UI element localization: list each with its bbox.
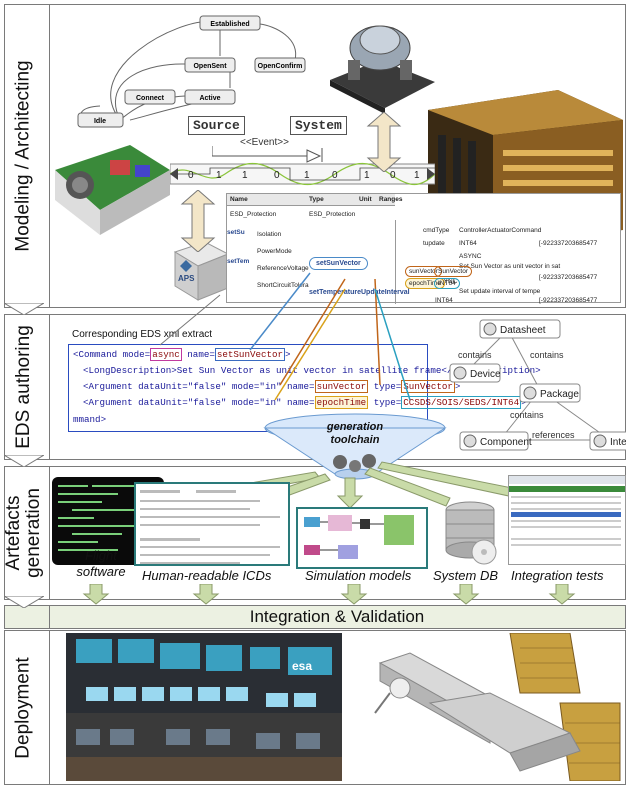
- source-box: Source: [188, 116, 245, 135]
- table-tab: setTem: [227, 258, 250, 265]
- table-header: Name: [230, 196, 248, 203]
- state-label: Established: [210, 21, 249, 28]
- band-deployment: [4, 630, 626, 785]
- argument-highlight: epochTime: [405, 278, 445, 289]
- table-cell: PowerMode: [257, 248, 292, 255]
- aps-label: APS: [178, 274, 195, 283]
- state-label: Connect: [136, 95, 165, 102]
- table-cell: Isolation: [257, 231, 282, 238]
- bit-label: 0: [188, 170, 194, 181]
- graph-node: Component: [480, 437, 532, 448]
- control-room-photo: esa: [66, 633, 342, 781]
- table-cell: ShortCircuitTolera: [257, 282, 309, 289]
- table-cell: Set update interval of tempe: [459, 288, 541, 295]
- artefact-label: Human-readable ICDs: [142, 568, 272, 583]
- datasheet-graph: Datasheet Device Package Component Inter…: [449, 319, 626, 451]
- chevron-down-icon: [4, 455, 44, 467]
- artefact-label: Integration tests: [511, 568, 604, 583]
- artefact-label: Simulation models: [305, 568, 412, 583]
- table-cell: ASYNC: [435, 278, 458, 285]
- command-name: setTemperatureUpdateInterval: [309, 289, 410, 296]
- state-label: Idle: [94, 118, 106, 125]
- band-modeling: [4, 4, 626, 308]
- graph-node: Interfa: [610, 437, 626, 448]
- argument-type-highlight: INT64: [434, 278, 460, 289]
- table-cell: INT64: [435, 297, 453, 304]
- bit-label: 1: [414, 170, 420, 181]
- state-label: Active: [199, 95, 220, 102]
- artefact-label: Flight software: [76, 548, 126, 579]
- artefact-label: System DB: [433, 568, 499, 583]
- table-cell: ASYNC: [459, 253, 482, 260]
- database-icon: [445, 501, 497, 565]
- chevron-down-icon: [4, 596, 44, 608]
- table-cell: [-922337203685477: [539, 274, 598, 281]
- xml-caption: Corresponding EDS xml extract: [72, 329, 213, 340]
- toolchain-label: generation toolchain: [326, 421, 384, 446]
- argument-type-highlight: SunVector: [434, 266, 472, 277]
- double-arrow-left: [180, 190, 216, 252]
- bit-label: 0: [274, 170, 280, 181]
- state-label: OpenConfirm: [258, 63, 303, 70]
- table-tab: setSu: [227, 229, 245, 236]
- icd-document: [134, 482, 290, 566]
- table-cell: cmdType: [423, 227, 450, 234]
- graph-edge-label: contains: [458, 350, 492, 360]
- integration-tests-screen: [508, 475, 626, 565]
- bitstream-signal: 0 1 1 0 1 0 1 0 1: [170, 162, 435, 186]
- graph-node: Device: [470, 369, 501, 380]
- simulation-model: [296, 507, 428, 569]
- bit-label: 1: [242, 170, 248, 181]
- graph-node: Package: [540, 389, 579, 400]
- satellite-component-photo: [320, 10, 440, 115]
- bit-label: 0: [332, 170, 338, 181]
- double-arrow-right: [366, 112, 402, 172]
- table-header: Type: [309, 196, 324, 203]
- table-header: Ranges: [379, 196, 403, 203]
- integration-validation-title: Integration & Validation: [249, 607, 425, 626]
- power-unit-photo: [50, 140, 175, 240]
- event-label: <<Event>>: [240, 137, 289, 148]
- state-machine-diagram: Established OpenSent OpenConfirm Connect…: [77, 15, 306, 128]
- table-cell: ReferenceVoltage: [257, 265, 309, 272]
- system-box: System: [290, 116, 347, 135]
- esa-logo: esa: [292, 659, 313, 673]
- band-integration: [4, 605, 626, 629]
- mapping-lines: [159, 272, 411, 401]
- integration-arrows: [82, 584, 576, 605]
- graph-node: Datasheet: [500, 325, 546, 336]
- bit-label: 1: [364, 170, 370, 181]
- bit-label: 1: [304, 170, 310, 181]
- table-cell: ESD_Protection: [309, 211, 356, 218]
- band-label-eds: EDS authoring: [13, 325, 35, 449]
- table-cell: INT64: [459, 240, 477, 247]
- command-highlight: setSunVector: [309, 257, 368, 270]
- state-label: OpenSent: [193, 63, 227, 70]
- band-label-deployment: Deployment: [13, 656, 35, 759]
- parameter-table: Name Type Unit Ranges ESD_Protection ESD…: [226, 193, 621, 304]
- graph-edge-label: references: [532, 430, 575, 440]
- bit-label: 1: [216, 170, 222, 181]
- band-label-modeling: Modeling / Architecting: [13, 60, 35, 252]
- table-cell: Set Sun Vector as unit vector in sat: [459, 263, 561, 270]
- bit-label: 0: [390, 170, 396, 181]
- graph-edge-label: contains: [510, 410, 544, 420]
- event-arrow: [212, 146, 323, 163]
- graph-edge-label: contains: [530, 350, 564, 360]
- table-cell: [-922337203685477: [539, 297, 598, 304]
- table-cell: tupdate: [423, 240, 445, 247]
- toolchain-funnel: [263, 413, 447, 480]
- table-cell: [-922337203685477: [539, 240, 598, 247]
- table-cell: ESD_Protection: [230, 211, 277, 218]
- space-station-photo: [370, 633, 622, 781]
- table-header: Unit: [359, 196, 372, 203]
- chevron-down-icon: [4, 303, 44, 315]
- table-cell: ControllerActuatorCommand: [459, 227, 542, 234]
